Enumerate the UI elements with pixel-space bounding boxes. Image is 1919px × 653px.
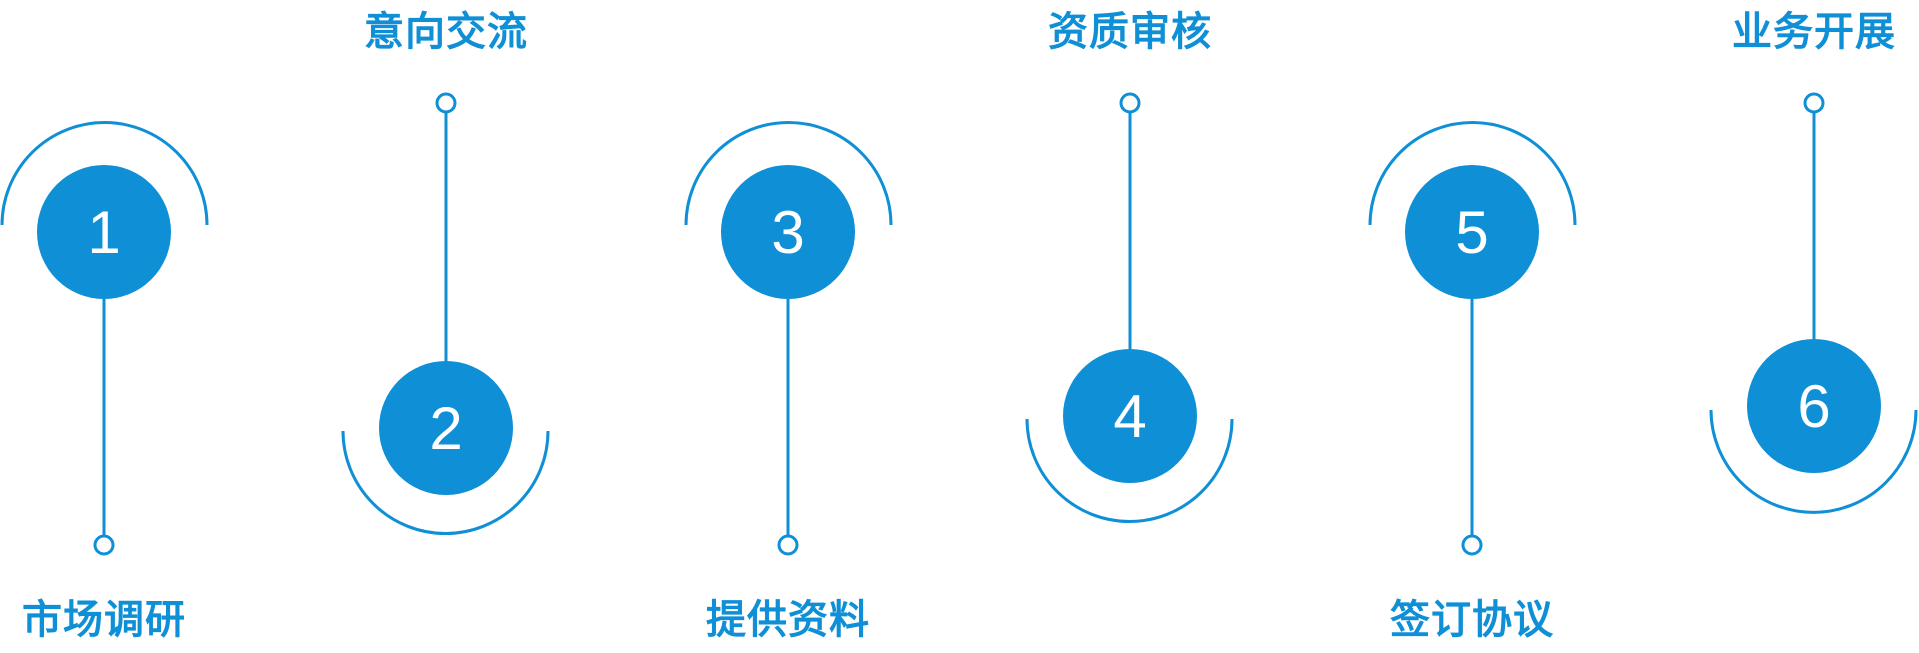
step-5-number-circle <box>1405 165 1539 299</box>
step-5-label: 签订协议 <box>1390 597 1554 643</box>
step-2-end-dot <box>435 92 457 114</box>
step-6-label: 业务开展 <box>1732 9 1896 55</box>
step-3-number-circle <box>721 165 855 299</box>
step-2: 2 <box>341 92 550 535</box>
step-5-number: 5 <box>1455 199 1488 266</box>
step-1-label: 市场调研 <box>22 597 186 643</box>
step-4-number-circle <box>1063 349 1197 483</box>
step-3-arc <box>684 121 893 226</box>
step-4-end-dot <box>1119 92 1141 114</box>
step-6: 6 <box>1709 92 1918 514</box>
step-3-label: 提供资料 <box>706 597 870 643</box>
step-6-arc <box>1709 409 1918 514</box>
step-2-label: 意向交流 <box>364 9 528 55</box>
step-6-end-dot <box>1803 92 1825 114</box>
step-1-end-dot <box>93 534 115 556</box>
step-1-number: 1 <box>87 199 120 266</box>
step-5-end-dot <box>1461 534 1483 556</box>
step-5-arc <box>1368 121 1577 226</box>
step-2-number: 2 <box>429 395 462 462</box>
step-1-arc <box>0 121 209 226</box>
step-1-number-circle <box>37 165 171 299</box>
step-2-arc <box>341 430 550 535</box>
step-4-arc <box>1025 418 1234 523</box>
step-3-end-dot <box>777 534 799 556</box>
step-6-number: 6 <box>1797 373 1830 440</box>
step-2-number-circle <box>379 361 513 495</box>
step-6-number-circle <box>1747 339 1881 473</box>
step-5: 5 <box>1368 121 1577 556</box>
step-4-label: 资质审核 <box>1048 9 1212 55</box>
step-4: 4 <box>1025 92 1234 523</box>
step-4-number: 4 <box>1113 383 1146 450</box>
step-3: 3 <box>684 121 893 556</box>
step-3-number: 3 <box>771 199 804 266</box>
step-1: 1 <box>0 121 209 556</box>
